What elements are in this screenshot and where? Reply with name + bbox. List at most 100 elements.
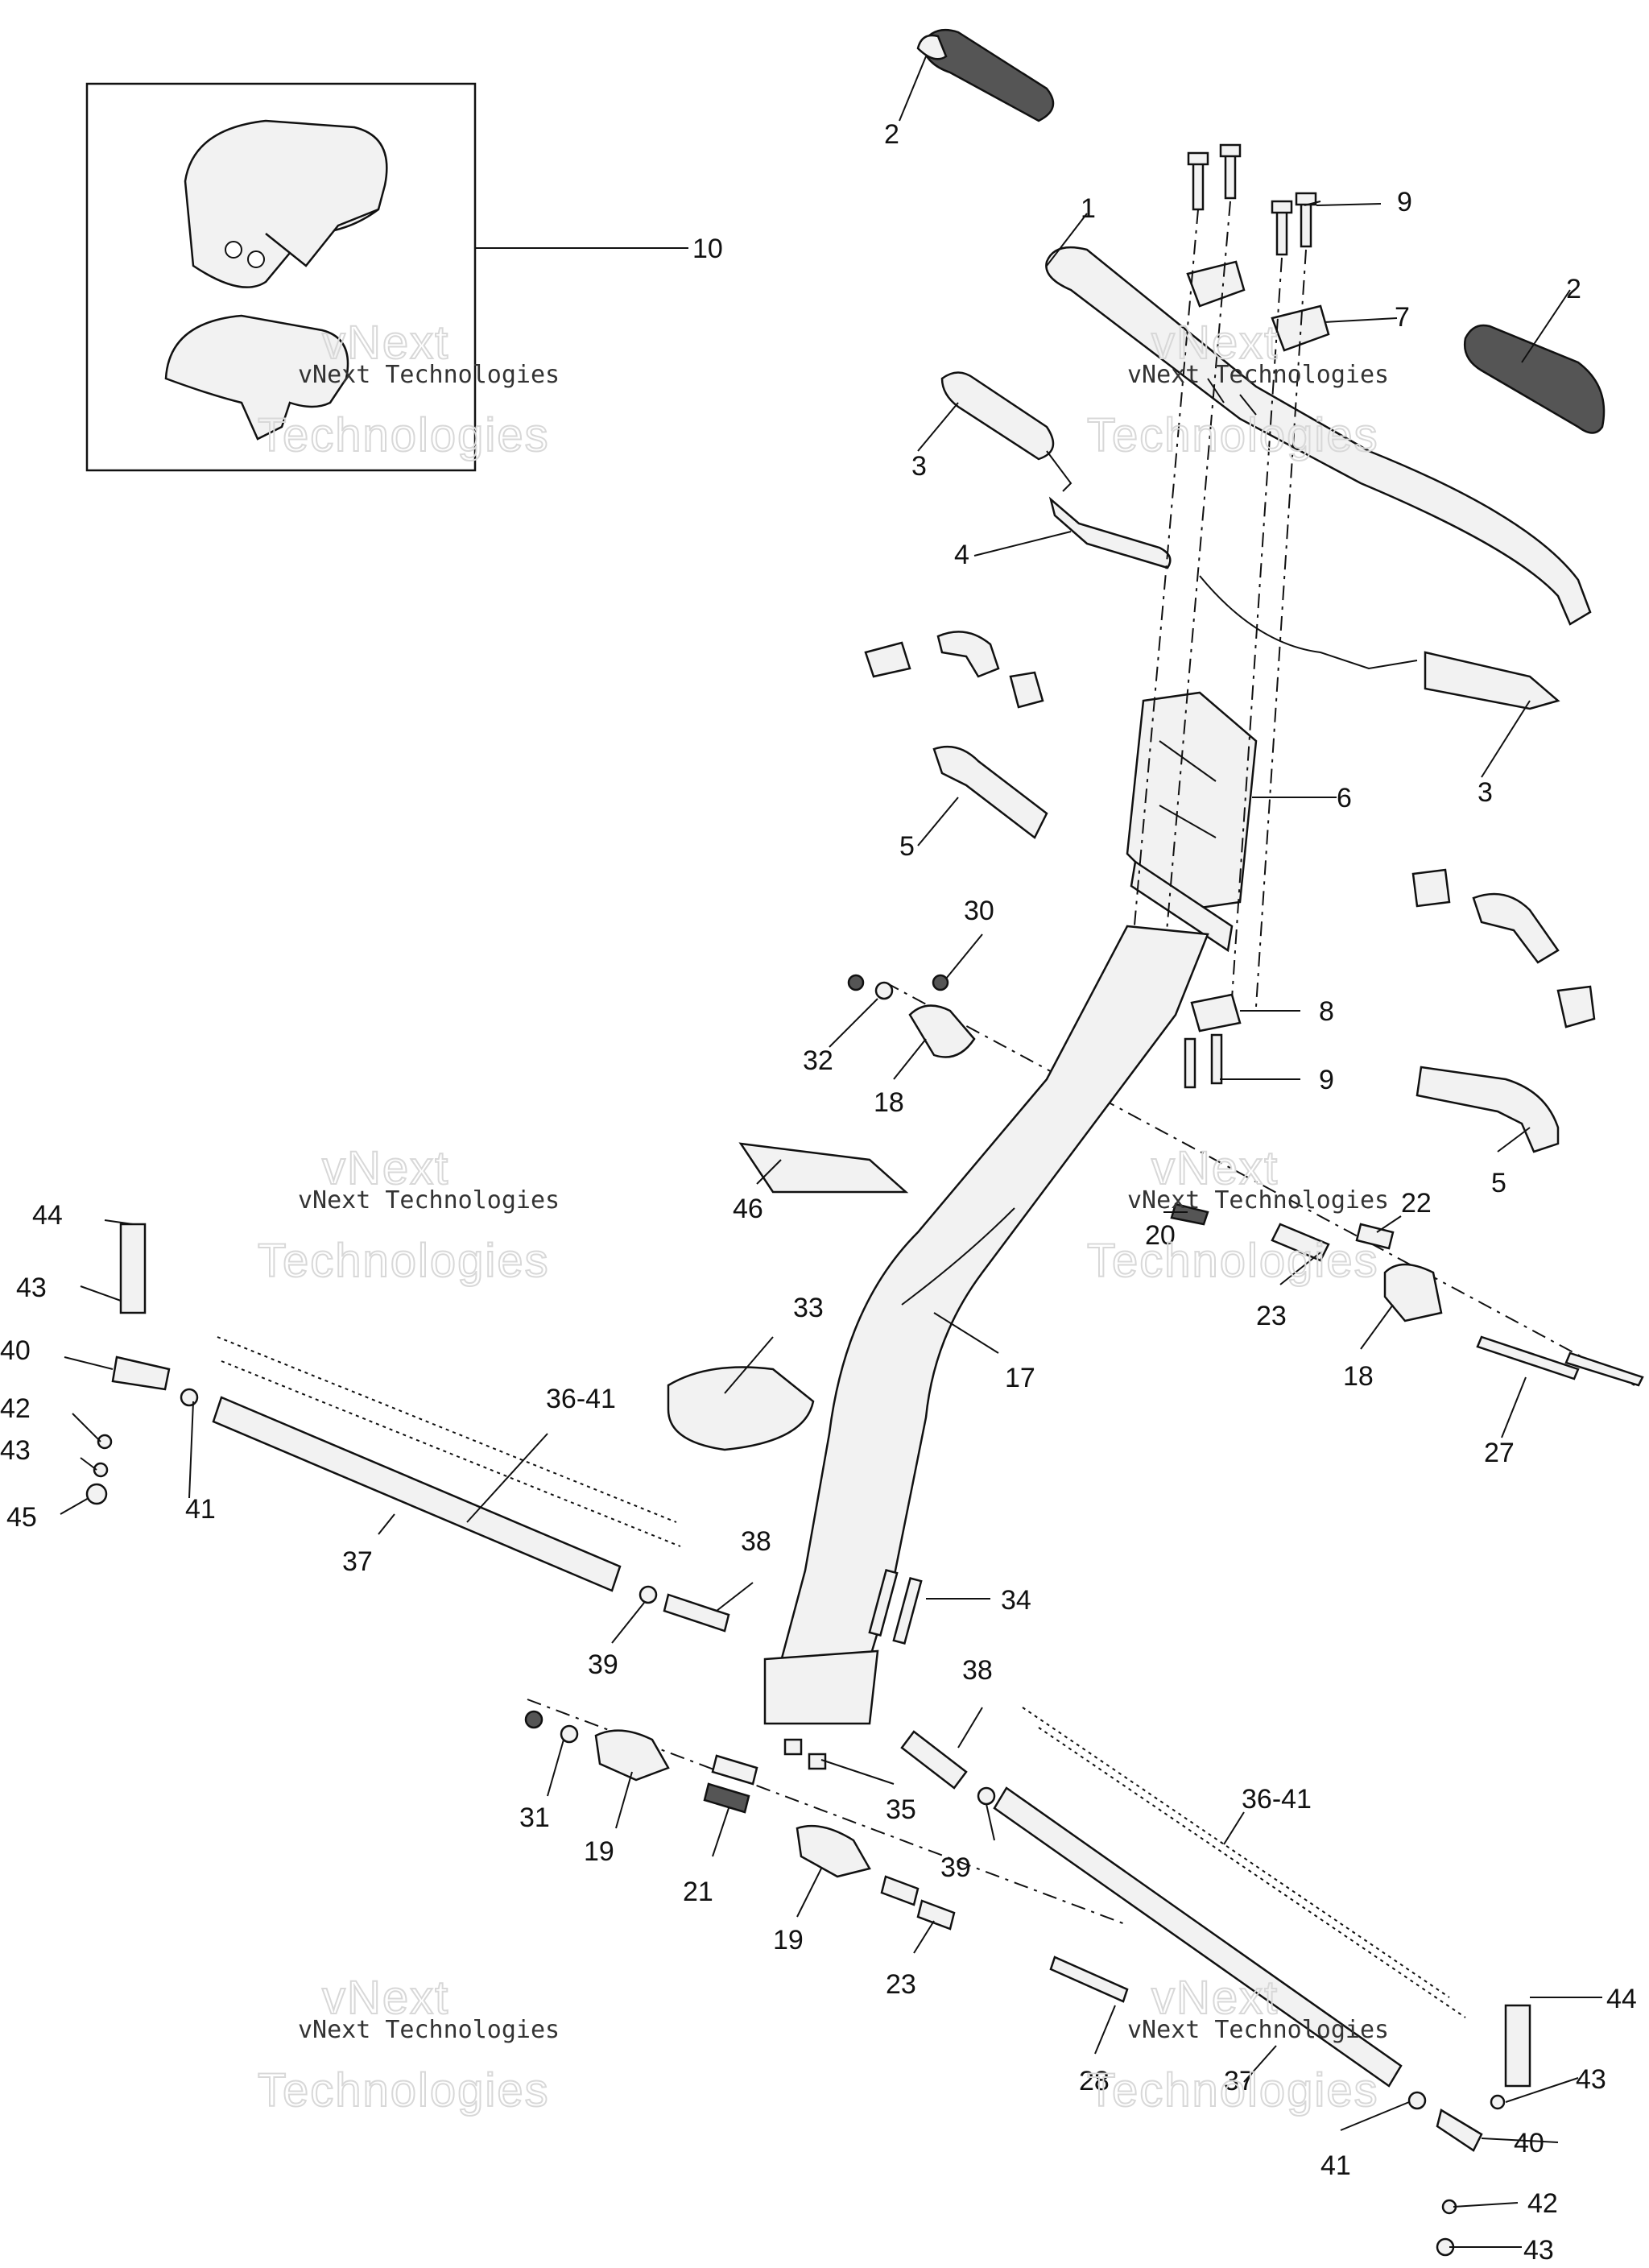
hose-fittings-left — [864, 631, 1044, 709]
callout-19-a: 19 — [584, 1836, 614, 1867]
callout-40-right: 40 — [1514, 2128, 1544, 2158]
callout-34: 34 — [1001, 1585, 1031, 1616]
callout-44-right: 44 — [1606, 1984, 1637, 2014]
callout-38-left: 38 — [741, 1526, 771, 1557]
callout-2-top: 2 — [884, 119, 899, 150]
callout-31: 31 — [519, 1802, 550, 1833]
part-34-bolts — [868, 1569, 923, 1645]
callout-9-lower: 9 — [1319, 1065, 1334, 1095]
callout-43-right-low: 43 — [1523, 2235, 1554, 2266]
svg-text:Technologies: Technologies — [258, 2064, 550, 2117]
callout-43-right-top: 43 — [1576, 2064, 1606, 2095]
watermark-top-left: vNext vNext Technologies Technologies — [257, 316, 560, 462]
part-5-hose-right — [1415, 1066, 1560, 1153]
part-5-hose-left — [932, 745, 1048, 839]
part-46-plate — [738, 1142, 909, 1194]
part-4-harness — [1048, 496, 1172, 569]
callout-1: 1 — [1081, 193, 1096, 224]
callout-42-right: 42 — [1527, 2188, 1558, 2219]
svg-text:vNext Technologies: vNext Technologies — [1127, 361, 1389, 389]
callout-36-41-left: 36-41 — [546, 1384, 616, 1414]
callout-6: 6 — [1337, 783, 1352, 813]
svg-text:vNext Technologies: vNext Technologies — [298, 2016, 560, 2044]
callout-21: 21 — [683, 1877, 713, 1907]
callout-18-right: 18 — [1343, 1361, 1374, 1392]
svg-text:vNext: vNext — [1151, 1142, 1279, 1194]
hose-fittings-right — [1411, 868, 1596, 1028]
callout-20: 20 — [1145, 1220, 1176, 1251]
watermark-bottom-left: vNext vNext Technologies Technologies — [257, 1971, 560, 2117]
svg-text:vNext Technologies: vNext Technologies — [298, 361, 560, 389]
callout-2-right: 2 — [1566, 274, 1581, 304]
watermark-bottom-right: vNext vNext Technologies Technologies — [1086, 1971, 1389, 2117]
part-3-heater-left — [940, 371, 1072, 492]
part-33-boot — [667, 1366, 815, 1451]
part-35-spacers — [783, 1738, 827, 1770]
callout-39-right: 39 — [940, 1852, 971, 1883]
part-6-riser — [1126, 691, 1258, 953]
callout-labels: 1 2 2 3 3 4 5 5 6 7 8 9 9 10 17 18 18 19… — [0, 119, 1637, 2266]
svg-text:vNext Technologies: vNext Technologies — [1127, 2016, 1389, 2044]
callout-27: 27 — [1484, 1438, 1515, 1468]
callout-5-right: 5 — [1491, 1168, 1506, 1198]
callout-30: 30 — [964, 896, 994, 926]
svg-text:vNext: vNext — [1151, 317, 1279, 369]
part-1-handlebar — [1045, 246, 1592, 626]
part-3-heater-right — [1199, 575, 1560, 710]
callout-32: 32 — [803, 1045, 833, 1076]
watermark-mid-right: vNext vNext Technologies Technologies — [1086, 1141, 1389, 1288]
callout-23-lower: 23 — [886, 1969, 916, 2000]
callout-5-left: 5 — [899, 831, 915, 862]
callout-3-left: 3 — [911, 451, 927, 482]
callout-35: 35 — [886, 1794, 916, 1825]
callout-8: 8 — [1319, 996, 1334, 1027]
callout-9-top: 9 — [1397, 187, 1412, 217]
callout-45: 45 — [6, 1502, 37, 1533]
watermark-mid-left: vNext vNext Technologies Technologies — [257, 1141, 560, 1288]
callout-40-left: 40 — [0, 1335, 31, 1366]
part-10-handlebar-pad-inset — [85, 82, 477, 472]
callout-44-left: 44 — [32, 1200, 63, 1231]
callout-42-left: 42 — [0, 1393, 31, 1424]
callout-17: 17 — [1005, 1363, 1035, 1393]
tie-rod-left — [85, 1223, 730, 1633]
callout-41-right: 41 — [1320, 2150, 1351, 2181]
callout-38-right: 38 — [962, 1655, 993, 1686]
callout-37-left: 37 — [342, 1546, 373, 1577]
callout-3-right: 3 — [1477, 777, 1493, 808]
svg-text:vNext: vNext — [322, 1972, 449, 2024]
parts-right-cluster — [1170, 1202, 1644, 1387]
part-7-clamps — [1186, 260, 1330, 352]
callout-10: 10 — [692, 234, 723, 264]
part-9-bolts-top — [1187, 143, 1317, 256]
callout-7: 7 — [1395, 302, 1410, 333]
callout-19-b: 19 — [773, 1925, 804, 1956]
lower-cluster — [524, 1710, 1129, 2003]
callout-37-right: 37 — [1224, 2066, 1254, 2096]
callout-23-right: 23 — [1256, 1301, 1287, 1331]
part-2-grip-right — [1463, 324, 1606, 434]
callout-41-left: 41 — [185, 1494, 216, 1525]
callout-36-41-right: 36-41 — [1242, 1784, 1312, 1815]
svg-text:Technologies: Technologies — [258, 409, 550, 461]
leader-lines — [60, 56, 1602, 2248]
callout-33: 33 — [793, 1293, 824, 1323]
part-17-steering-column — [763, 925, 1209, 1725]
tie-rod-right — [900, 1707, 1531, 2257]
part-8-clamp — [1184, 993, 1242, 1089]
callout-39-left: 39 — [588, 1649, 618, 1680]
callout-43-left-low: 43 — [0, 1435, 31, 1466]
svg-text:Technologies: Technologies — [1087, 409, 1379, 461]
svg-text:vNext: vNext — [322, 317, 449, 369]
svg-text:Technologies: Technologies — [1087, 1235, 1379, 1287]
svg-text:vNext: vNext — [322, 1142, 449, 1194]
assembly-lines — [527, 201, 1635, 1926]
callout-43-left-top: 43 — [16, 1273, 47, 1303]
callout-4: 4 — [954, 540, 969, 570]
svg-text:vNext Technologies: vNext Technologies — [1127, 1186, 1389, 1215]
part-2-grip-top — [916, 28, 1055, 122]
svg-text:Technologies: Technologies — [1087, 2064, 1379, 2117]
callout-46: 46 — [733, 1194, 763, 1224]
callout-18-upper: 18 — [874, 1087, 904, 1118]
